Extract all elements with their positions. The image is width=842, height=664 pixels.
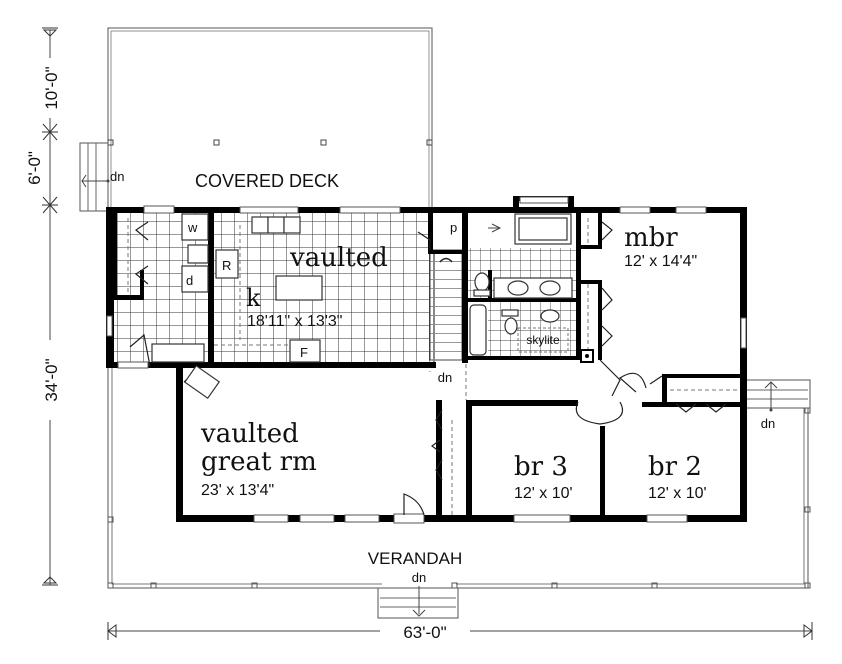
mbr-name-label: mbr — [624, 223, 678, 253]
deck-stair-dn-label: dn — [110, 169, 124, 184]
great-room-vaulted-label: vaulted — [200, 419, 299, 449]
washer-label: w — [187, 220, 198, 235]
mbr-size-label: 12' x 14'4" — [624, 253, 697, 270]
dimension-6ft: 6'-0" — [25, 151, 44, 185]
room-labels: vaulted k 18'11" x 13'3" vaulted great r… — [200, 223, 707, 502]
verandah-stair-dn-label: dn — [412, 570, 426, 585]
pantry-label: p — [450, 220, 457, 235]
verandah: VERANDAH — [107, 365, 811, 589]
refrigerator-label: R — [222, 258, 231, 273]
dimension-63ft: 63'-0" — [403, 623, 446, 642]
great-room-name-label: great rm — [201, 447, 317, 477]
exterior-walls — [106, 196, 747, 524]
dimension-bottom: 63'-0" — [107, 620, 813, 642]
east-stair[interactable]: dn — [745, 379, 811, 431]
kitchen-size-label: 18'11" x 13'3" — [247, 313, 342, 330]
br3-name-label: br 3 — [514, 452, 568, 482]
covered-deck-label: COVERED DECK — [195, 171, 339, 191]
covered-deck: COVERED DECK — [107, 27, 433, 211]
great-room-size-label: 23' x 13'4" — [201, 482, 274, 499]
interior-stair-dn-label: dn — [438, 370, 452, 385]
dimension-left: 10'-0" 6'-0" 34'-0" — [22, 27, 62, 586]
dimension-34ft: 34'-0" — [42, 358, 61, 401]
kitchen-name-label: k — [246, 284, 261, 312]
interior-walls — [114, 213, 746, 520]
verandah-stair[interactable]: dn — [377, 570, 459, 619]
tile-floors — [114, 212, 578, 364]
east-stair-dn-label: dn — [761, 416, 775, 431]
interior-stair[interactable]: dn — [429, 249, 467, 400]
deck-stair[interactable]: dn — [79, 142, 124, 212]
skylite-label: skylite — [526, 333, 560, 347]
dryer-label: d — [186, 273, 193, 288]
dimension-10ft: 10'-0" — [42, 66, 61, 109]
br2-size-label: 12' x 10' — [648, 485, 707, 502]
kitchen-vaulted-label: vaulted — [289, 243, 388, 273]
br3-size-label: 12' x 10' — [514, 485, 573, 502]
br2-name-label: br 2 — [648, 452, 702, 482]
verandah-label: VERANDAH — [368, 549, 462, 568]
freezer-label: F — [300, 345, 308, 360]
fixtures: w d R F p — [151, 213, 594, 400]
